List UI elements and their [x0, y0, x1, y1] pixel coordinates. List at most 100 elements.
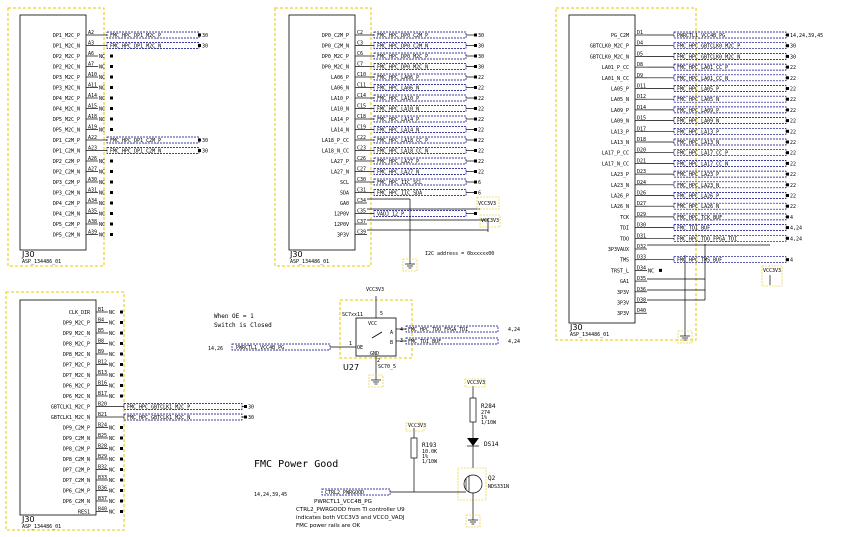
pin-name: 3P3V	[617, 301, 629, 307]
pin-name: DP7_C2M_N	[63, 478, 90, 484]
pin-number: A23	[88, 146, 97, 152]
pin-nc-label: NC	[99, 180, 105, 186]
net-page-ref: 22	[478, 138, 484, 144]
r284-power: 1/10W	[481, 420, 497, 426]
pin-name: CLK_DIR	[69, 310, 91, 316]
pin-name: LA17_P_CC	[602, 151, 629, 157]
net-label: VADJ_12_P	[377, 212, 404, 218]
net-label: FMC_HPC_LA06_N	[377, 86, 419, 92]
pin-number: D8	[637, 62, 643, 68]
vcc-label: VCC3V3	[763, 268, 781, 274]
pin-nc-label: NC	[99, 96, 105, 102]
pin-name: LA23_P	[611, 172, 629, 178]
pin-number: D33	[637, 255, 646, 261]
pin-nc-label: NC	[99, 191, 105, 197]
pin-name: LA17_N_CC	[602, 161, 629, 167]
net-page-ref: 6	[478, 191, 481, 197]
switch-pin-oe: OE	[357, 345, 363, 351]
net-page-ref: 22	[790, 140, 796, 146]
pin-number: D35	[637, 276, 646, 282]
j30d-refdes: J30	[21, 515, 35, 524]
net-page-ref: 22	[790, 87, 796, 93]
j30b-refdes: J30	[289, 250, 303, 259]
pin-name: DP7_M2C_N	[63, 373, 90, 379]
pin-number: D32	[637, 244, 646, 250]
pin-number: C3	[357, 41, 363, 47]
r284-vcc: VCC3V3	[467, 380, 485, 386]
pin-number: B5	[98, 328, 104, 334]
net-page-ref: 30	[202, 33, 208, 39]
net-label: FMC_HPC_DP1_C2M_P	[110, 138, 161, 144]
pin-nc-label: NC	[109, 447, 115, 453]
pin-name: DP5_M2C_P	[53, 117, 80, 123]
pin-name: DP6_M2C_P	[63, 384, 90, 390]
pin-number: A26	[88, 156, 97, 162]
pin-name: LA09_P	[611, 108, 629, 114]
pin-name: DP4_M2C_P	[53, 96, 80, 102]
pin-number: C11	[357, 83, 366, 89]
pin-number: C35	[357, 209, 366, 215]
pin-number: A3	[88, 41, 94, 47]
switch-pin4: 4	[400, 327, 403, 333]
pin-nc-label: NC	[109, 510, 115, 516]
pin-number: D27	[637, 201, 646, 207]
net-page-ref: 22	[478, 107, 484, 113]
net-page-ref: 22	[478, 96, 484, 102]
switch-note-line1: When OE = 1	[214, 313, 254, 320]
net-page-ref: 22	[790, 108, 796, 114]
r193-refdes: R193	[422, 442, 437, 449]
r193-power: 1/10W	[422, 459, 438, 465]
pin-name: DP2_C2M_P	[53, 159, 80, 165]
switch-refdes: U27	[343, 363, 359, 372]
net-label: FMC_HPC_LA26_N	[677, 204, 719, 210]
pin-nc-label: NC	[109, 384, 115, 390]
net-page-ref: 22	[478, 159, 484, 165]
net-label: FMC_HPC_GBTCLK0_M2C_N	[677, 54, 740, 60]
net-label: FMC_HPC_LA14_N	[377, 128, 419, 134]
net-page-ref: 22	[790, 194, 796, 200]
pin-name: DP0_M2C_P	[322, 54, 349, 60]
net-label: FMC_HPC_LA26_P	[677, 194, 719, 200]
pin-name: LA14_N	[331, 128, 349, 134]
net-page-ref: 30	[478, 54, 484, 60]
pin-name: LA27_P	[331, 159, 349, 165]
pin-name: TRST_L	[611, 268, 629, 274]
net-label: FMC_HPC_LA23_P	[677, 172, 719, 178]
pin-name: DP3_C2M_N	[53, 191, 80, 197]
pin-number: D29	[637, 212, 646, 218]
switch-pin-vcc: VCC	[368, 321, 377, 327]
pin-name: DP0_C2M_N	[322, 44, 349, 50]
pin-number: A27	[88, 167, 97, 173]
pin-number: B37	[98, 496, 107, 502]
net-label: FMC_HPC_TCK_BUF	[677, 215, 722, 221]
pin-number: C37	[357, 219, 366, 225]
pin-name: DP8_M2C_N	[63, 352, 90, 358]
pg-net-label: PWRCTL1_VCC4B_PG	[314, 499, 372, 505]
pin-name: DP0_C2M_P	[322, 33, 349, 39]
pin-nc-label: NC	[109, 457, 115, 463]
pin-name: DP4_C2M_N	[53, 212, 80, 218]
net-label: FMC_HPC_DP1_M2C_P	[110, 33, 161, 39]
net-page-ref: 30	[790, 54, 796, 60]
net-page-ref: 22	[790, 172, 796, 178]
pin-number: A22	[88, 135, 97, 141]
switch-pin1: 1	[349, 341, 352, 347]
pin-number: C18	[357, 114, 366, 120]
pin-name: DP1_M2C_P	[53, 33, 80, 39]
net-page-ref: 4	[790, 258, 793, 264]
pin-number: D34	[637, 265, 646, 271]
pin-number: A2	[88, 30, 94, 36]
net-page-ref: 22	[790, 119, 796, 125]
